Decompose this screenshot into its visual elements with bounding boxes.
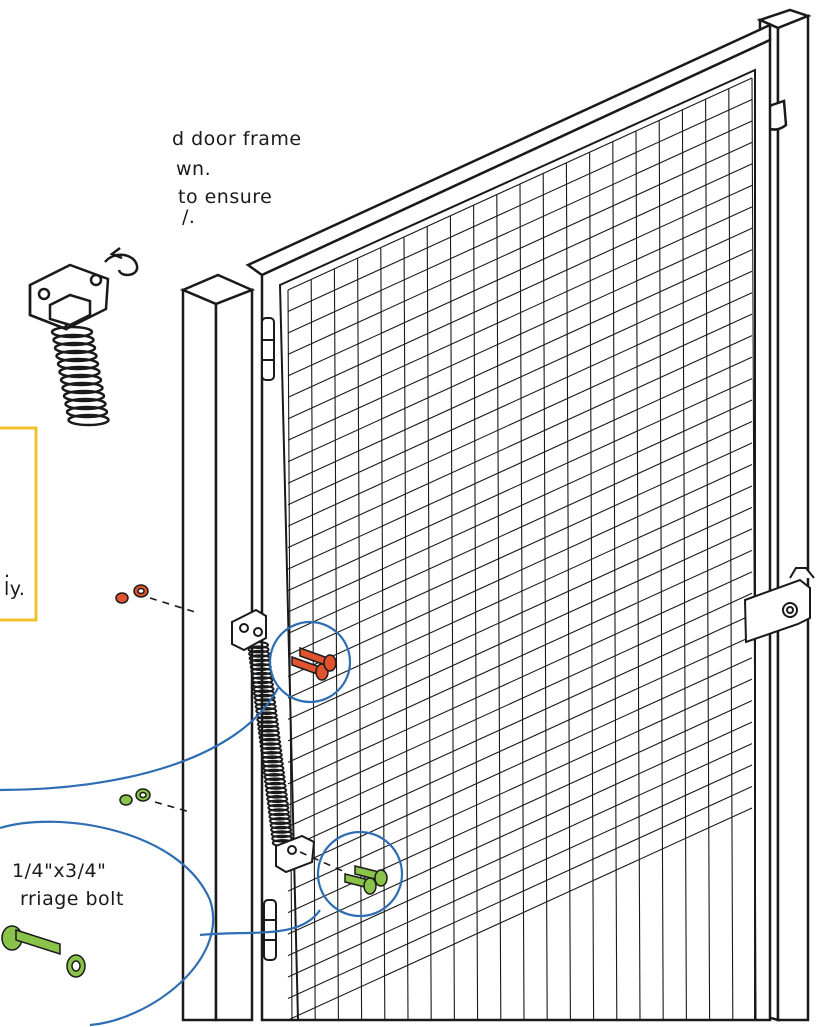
bolt-type-label: rriage bolt	[20, 888, 124, 910]
instruction-line-3: to ensure	[178, 186, 272, 208]
instruction-line-2: wn.	[176, 158, 211, 180]
spring-detail-icon	[30, 248, 137, 425]
red-nuts	[116, 585, 148, 603]
instruction-line-4: /.	[182, 206, 195, 228]
callout-bolt	[2, 926, 85, 977]
note-box-line-2: ly.	[4, 578, 25, 600]
green-nuts	[120, 789, 150, 805]
instruction-line-1: d door frame	[172, 128, 302, 150]
bolt-size-label: 1/4"x3/4"	[12, 860, 106, 882]
gate-frame	[248, 25, 770, 1020]
